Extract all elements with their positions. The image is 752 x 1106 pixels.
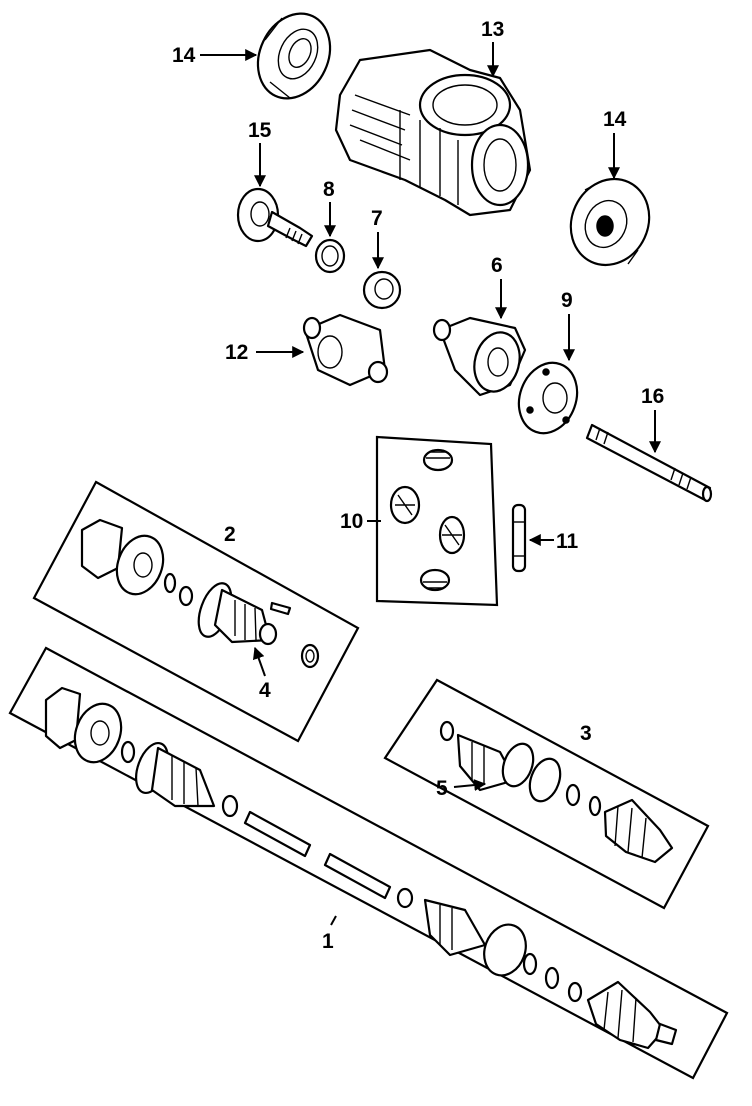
part-15-flange-shaft [236,187,314,248]
part-1-axle-assembly [8,646,729,1080]
part-14-cover-right [569,177,651,267]
leader-4 [252,646,266,677]
callout-8: 8 [323,178,335,201]
leader-1 [330,915,337,926]
callout-15: 15 [248,119,272,142]
part-8-seal-ring [314,238,346,274]
part-16-shaft [585,423,713,503]
part-11-pin [511,503,527,573]
callout-1: 1 [322,930,334,953]
callout-13: 13 [481,18,504,41]
callout-14-right: 14 [603,108,627,131]
callout-11: 11 [556,530,579,553]
part-12-carrier [302,313,389,387]
part-2-inner-joint-kit [32,480,360,743]
part-7-bearing [362,270,402,310]
part-9-flange [517,361,579,435]
callout-7: 7 [371,207,383,230]
part-13-housing [334,48,532,217]
callout-2: 2 [224,523,236,546]
part-10-gear-set [375,435,499,607]
callout-10: 10 [340,510,363,533]
part-6-differential-case [432,316,527,397]
callout-16: 16 [641,385,664,408]
part-14-cover-left [256,12,332,100]
callout-9: 9 [561,289,573,312]
leader-5 [453,779,487,792]
callout-3: 3 [580,722,592,745]
callout-5: 5 [436,777,448,800]
callout-14-left: 14 [172,44,196,67]
part-3-outer-joint-kit [383,678,710,910]
callout-4: 4 [259,679,271,702]
callout-6: 6 [491,254,503,277]
callout-12: 12 [225,341,248,364]
